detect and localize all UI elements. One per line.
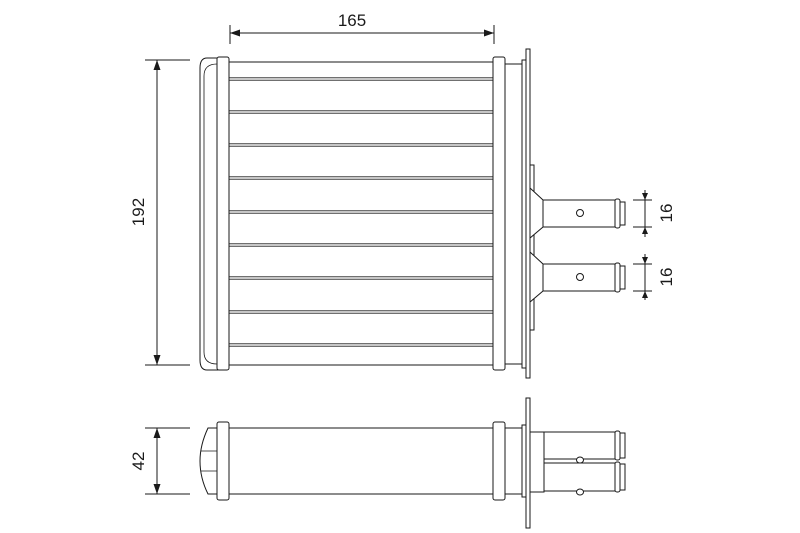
upper-pipe-dimension: 16 xyxy=(633,190,676,237)
upper-pipe-label: 16 xyxy=(657,204,676,223)
depth-label: 42 xyxy=(129,452,148,471)
lower-pipe xyxy=(542,262,626,293)
core-tubes xyxy=(229,77,493,347)
left-header xyxy=(216,56,230,371)
side-mounting-plate xyxy=(525,397,531,529)
width-label: 165 xyxy=(338,11,366,30)
side-core-body xyxy=(228,427,494,495)
lower-pipe-label: 16 xyxy=(657,268,676,287)
height-label: 192 xyxy=(129,198,148,226)
height-dimension: 192 xyxy=(129,59,190,366)
pipe-hole-icon xyxy=(576,273,584,281)
left-end-cap xyxy=(199,57,219,371)
width-dimension: 165 xyxy=(229,11,495,44)
upper-pipe xyxy=(542,198,626,229)
right-header xyxy=(492,56,506,371)
front-view xyxy=(199,48,626,379)
side-end-cap xyxy=(199,427,219,495)
depth-dimension: 42 xyxy=(129,427,190,495)
mounting-plate xyxy=(525,48,531,379)
lower-pipe-dimension: 16 xyxy=(633,254,676,300)
side-view xyxy=(199,397,626,529)
pipe-hole-icon xyxy=(576,209,584,217)
right-tank xyxy=(504,63,523,365)
